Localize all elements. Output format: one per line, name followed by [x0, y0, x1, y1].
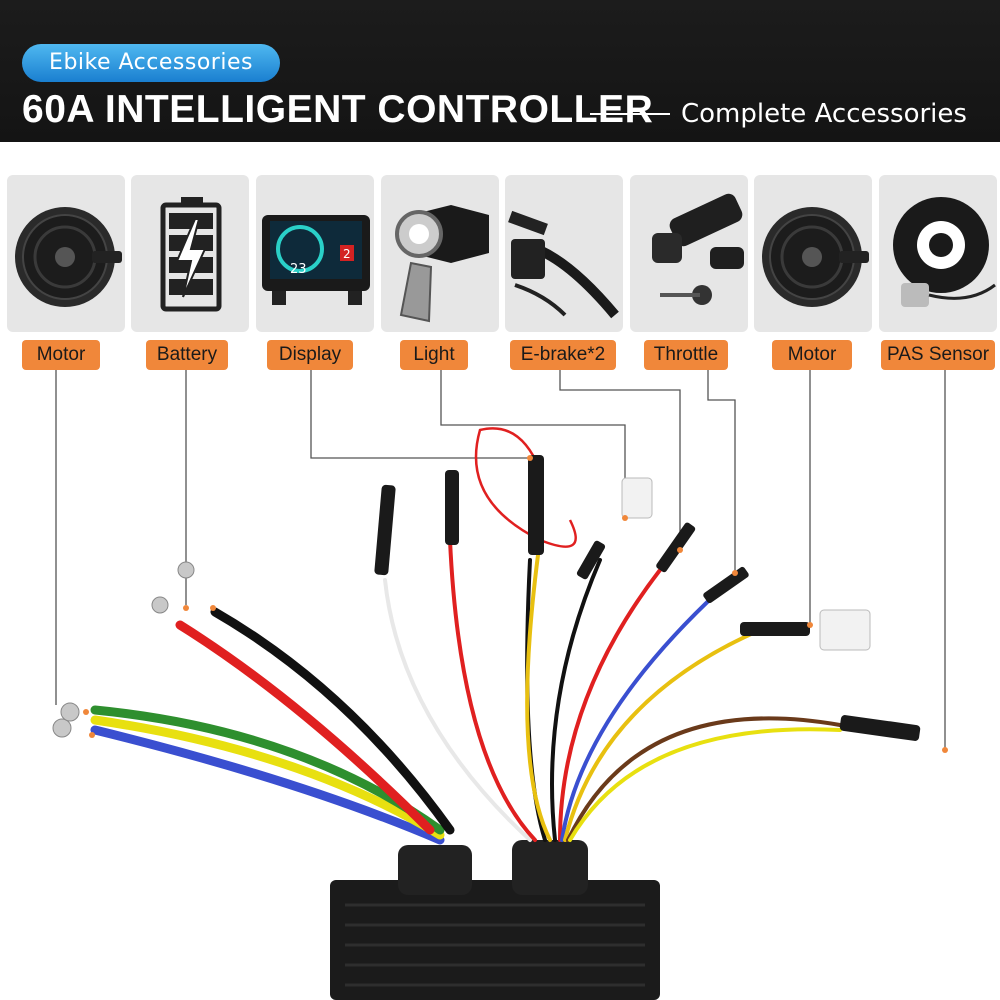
label-motor: Motor	[22, 340, 100, 370]
signal-wires	[383, 538, 842, 842]
label-e-brake: E-brake*2	[510, 340, 616, 370]
cable-gland-left	[398, 845, 472, 895]
pas-sensor-icon	[879, 175, 997, 332]
throttle-grip-icon	[630, 175, 748, 332]
phase-wires	[90, 607, 455, 845]
hub-motor-icon	[754, 175, 872, 332]
marker-dots	[83, 455, 948, 753]
label-display: Display	[267, 340, 353, 370]
cable-gland-right	[512, 840, 588, 895]
label-light: Light	[400, 340, 468, 370]
red-loop-wire	[474, 427, 577, 548]
page-subtitle: Complete Accessories	[681, 99, 967, 129]
label-motor-2: Motor	[772, 340, 852, 370]
category-badge: Ebike Accessories	[22, 44, 280, 82]
label-throttle: Throttle	[644, 340, 728, 370]
header-banner: Ebike Accessories 60A INTELLIGENT CONTRO…	[0, 0, 1000, 142]
hub-motor-icon	[7, 175, 125, 332]
label-pas-sensor: PAS Sensor	[881, 340, 995, 370]
light-connector-white	[621, 477, 653, 519]
display-gear: 2	[343, 247, 351, 261]
title-divider	[590, 113, 670, 115]
controller-body	[330, 880, 660, 1000]
page-title: 60A INTELLIGENT CONTROLLER	[22, 88, 654, 131]
battery-icon	[131, 175, 249, 332]
brake-lever-icon	[505, 175, 623, 332]
controller-fins	[345, 903, 645, 987]
leader-lines	[55, 370, 946, 750]
display-speed: 23	[290, 262, 307, 277]
lcd-display-icon: 23 2	[256, 175, 374, 332]
headlight-icon	[381, 175, 499, 332]
ring-terminals	[52, 561, 195, 738]
label-battery: Battery	[146, 340, 228, 370]
connectors	[374, 455, 921, 741]
motor-hall-connector-white	[819, 609, 871, 651]
